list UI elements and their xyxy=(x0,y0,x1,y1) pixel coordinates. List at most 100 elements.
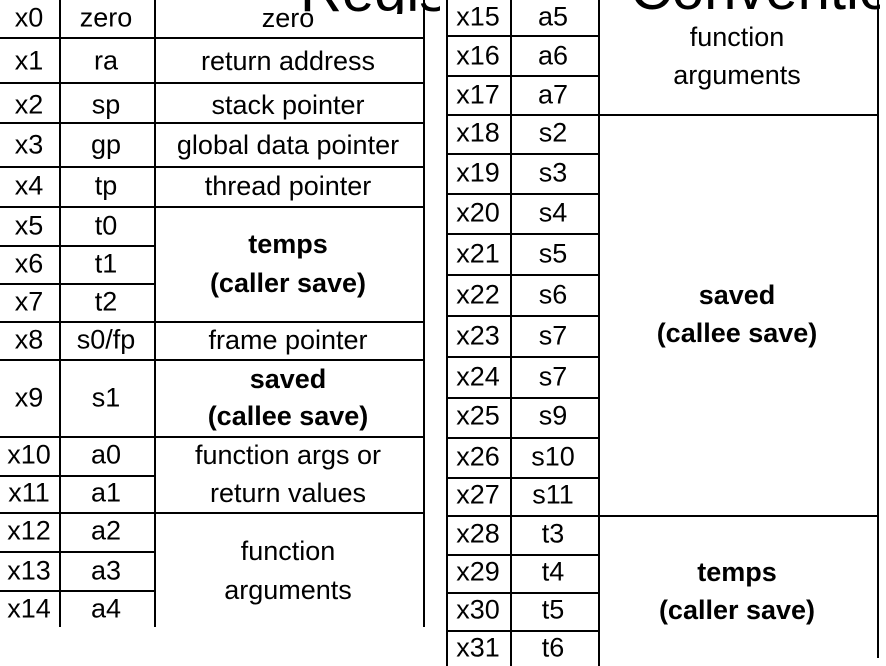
row-divider xyxy=(446,630,599,632)
register-number: x11 xyxy=(8,477,50,508)
desc-return-address: return address xyxy=(200,46,376,76)
desc-function-arguments-right-1: function xyxy=(689,22,785,52)
row-divider xyxy=(0,321,425,323)
desc-temps-left: temps xyxy=(248,229,328,259)
column-divider xyxy=(598,0,600,666)
register-number: x30 xyxy=(456,594,500,625)
register-number: x5 xyxy=(14,210,44,241)
row-divider xyxy=(0,82,425,84)
column-divider xyxy=(510,0,512,666)
abi-name: s10 xyxy=(531,441,575,472)
register-number: x9 xyxy=(14,382,44,413)
row-divider xyxy=(0,436,425,438)
desc-args-or-return-2: return values xyxy=(209,478,367,508)
abi-name: s7 xyxy=(538,361,568,392)
abi-name: t0 xyxy=(94,210,118,241)
abi-name: a3 xyxy=(90,555,122,586)
abi-name: a4 xyxy=(90,593,122,624)
abi-name: s6 xyxy=(538,279,568,310)
abi-name: ra xyxy=(93,45,119,76)
register-number: x0 xyxy=(14,2,44,33)
row-divider xyxy=(0,475,155,477)
row-divider xyxy=(446,274,599,276)
row-divider xyxy=(446,515,878,517)
abi-name: a6 xyxy=(537,40,569,71)
register-number: x13 xyxy=(7,555,51,586)
row-divider xyxy=(446,437,599,439)
abi-name: s4 xyxy=(538,197,568,228)
row-divider xyxy=(0,122,425,124)
abi-name: t4 xyxy=(541,556,565,587)
abi-name: s1 xyxy=(91,382,121,413)
abi-name: gp xyxy=(90,129,122,160)
row-divider xyxy=(446,233,599,235)
register-number: x19 xyxy=(456,157,500,188)
slide-title-right-fragment: Conventions xyxy=(630,0,880,10)
row-divider xyxy=(0,512,425,514)
abi-name: s2 xyxy=(538,117,568,148)
row-divider xyxy=(446,397,599,399)
abi-name: s0/fp xyxy=(76,324,136,355)
register-number: x4 xyxy=(14,170,44,201)
column-divider xyxy=(154,0,156,627)
desc-thread-pointer: thread pointer xyxy=(204,171,372,201)
row-divider xyxy=(446,356,599,358)
abi-name: tp xyxy=(94,170,118,201)
abi-name: t5 xyxy=(541,594,565,625)
abi-name: s5 xyxy=(538,238,568,269)
row-divider xyxy=(0,590,155,592)
row-divider xyxy=(446,477,599,479)
abi-name: a0 xyxy=(90,439,122,470)
register-number: x21 xyxy=(456,238,500,269)
abi-name: s7 xyxy=(538,320,568,351)
register-number: x22 xyxy=(456,279,500,310)
abi-name: a7 xyxy=(537,79,569,110)
register-number: x14 xyxy=(7,593,51,624)
row-divider xyxy=(446,75,599,77)
register-number: x18 xyxy=(456,117,500,148)
register-number: x10 xyxy=(7,439,51,470)
abi-name: zero xyxy=(79,2,133,33)
abi-name: t3 xyxy=(541,518,565,549)
column-divider xyxy=(877,0,879,658)
desc-global-data-pointer: global data pointer xyxy=(176,130,400,160)
register-number: x25 xyxy=(456,400,500,431)
register-number: x23 xyxy=(456,320,500,351)
desc-args-or-return-1: function args or xyxy=(194,440,382,470)
register-number: x29 xyxy=(456,556,500,587)
desc-saved-left-note: (callee save) xyxy=(207,401,369,431)
register-number: x8 xyxy=(14,324,44,355)
abi-name: a2 xyxy=(90,515,122,546)
register-number: x27 xyxy=(456,479,500,510)
register-number: x6 xyxy=(14,248,44,279)
row-divider xyxy=(0,551,155,553)
desc-temps-right: temps xyxy=(697,557,777,587)
desc-function-arguments-left-2: arguments xyxy=(224,575,352,605)
abi-name: t1 xyxy=(94,248,118,279)
row-divider xyxy=(0,206,425,208)
register-number: x2 xyxy=(14,89,44,120)
register-number: x16 xyxy=(456,40,500,71)
abi-name: s11 xyxy=(532,479,574,510)
register-number: x24 xyxy=(456,361,500,392)
register-number: x7 xyxy=(14,286,44,317)
column-divider xyxy=(59,0,61,627)
register-number: x15 xyxy=(456,1,500,32)
row-divider xyxy=(446,153,599,155)
row-divider xyxy=(446,35,599,37)
desc-saved-right: saved xyxy=(698,280,776,310)
desc-temps-right-note: (caller save) xyxy=(658,595,816,625)
row-divider xyxy=(446,315,599,317)
row-divider xyxy=(446,193,599,195)
abi-name: s9 xyxy=(538,400,568,431)
register-number: x3 xyxy=(14,129,44,160)
abi-name: s3 xyxy=(538,157,568,188)
desc-frame-pointer: frame pointer xyxy=(208,325,368,355)
abi-name: t2 xyxy=(94,286,118,317)
abi-name: a5 xyxy=(537,1,569,32)
desc-function-arguments-left-1: function xyxy=(240,536,336,566)
row-divider xyxy=(0,359,425,361)
register-number: x1 xyxy=(14,45,44,76)
desc-stack-pointer: stack pointer xyxy=(211,90,365,120)
register-number: x28 xyxy=(456,518,500,549)
